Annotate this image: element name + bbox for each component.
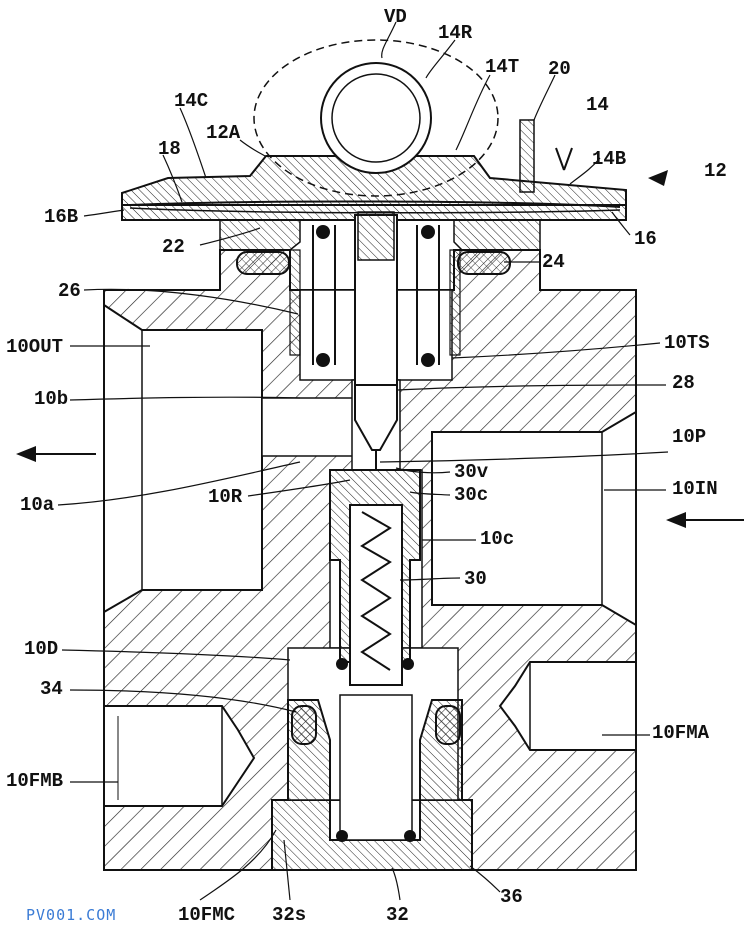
label-30: 30 bbox=[464, 568, 487, 590]
label-10d: 10D bbox=[24, 638, 59, 660]
label-10ts: 10TS bbox=[664, 332, 710, 354]
label-14: 14 bbox=[586, 94, 609, 116]
label-14b: 14B bbox=[592, 148, 627, 170]
label-10c: 10c bbox=[480, 528, 515, 550]
label-10in: 10IN bbox=[672, 478, 718, 500]
label-22: 22 bbox=[162, 236, 185, 258]
label-12a: 12A bbox=[206, 122, 241, 144]
leader-lines bbox=[57, 21, 669, 901]
label-14r: 14R bbox=[438, 22, 473, 44]
label-32: 32 bbox=[386, 904, 409, 926]
label-10fma: 10FMA bbox=[652, 722, 710, 744]
label-12: 12 bbox=[704, 160, 727, 182]
label-10b: 10b bbox=[34, 388, 69, 410]
label-10fmc: 10FMC bbox=[178, 904, 236, 926]
label-10r: 10R bbox=[208, 486, 243, 508]
label-32s: 32s bbox=[272, 904, 307, 926]
flow-arrows bbox=[16, 147, 744, 528]
label-10p: 10P bbox=[672, 426, 707, 448]
label-34: 34 bbox=[40, 678, 63, 700]
label-14t: 14T bbox=[485, 56, 520, 78]
label-16: 16 bbox=[634, 228, 657, 250]
label-10a: 10a bbox=[20, 494, 55, 516]
label-vd: VD bbox=[384, 6, 407, 28]
label-16b: 16B bbox=[44, 206, 79, 228]
label-20: 20 bbox=[548, 58, 571, 80]
label-10fmb: 10FMB bbox=[6, 770, 64, 792]
valve-stem bbox=[312, 211, 440, 470]
label-28: 28 bbox=[672, 372, 695, 394]
label-10out: 10OUT bbox=[6, 336, 64, 358]
label-26: 26 bbox=[58, 280, 81, 302]
watermark: PV001.COM bbox=[26, 906, 117, 924]
label-14c: 14C bbox=[174, 90, 209, 112]
label-24: 24 bbox=[542, 251, 565, 273]
label-30c: 30c bbox=[454, 484, 489, 506]
seal-rings bbox=[236, 251, 511, 275]
label-30v: 30v bbox=[454, 461, 489, 483]
label-36: 36 bbox=[500, 886, 523, 908]
valve-body-30 bbox=[329, 469, 421, 686]
label-18: 18 bbox=[158, 138, 181, 160]
adjust-plug-32 bbox=[271, 694, 473, 871]
